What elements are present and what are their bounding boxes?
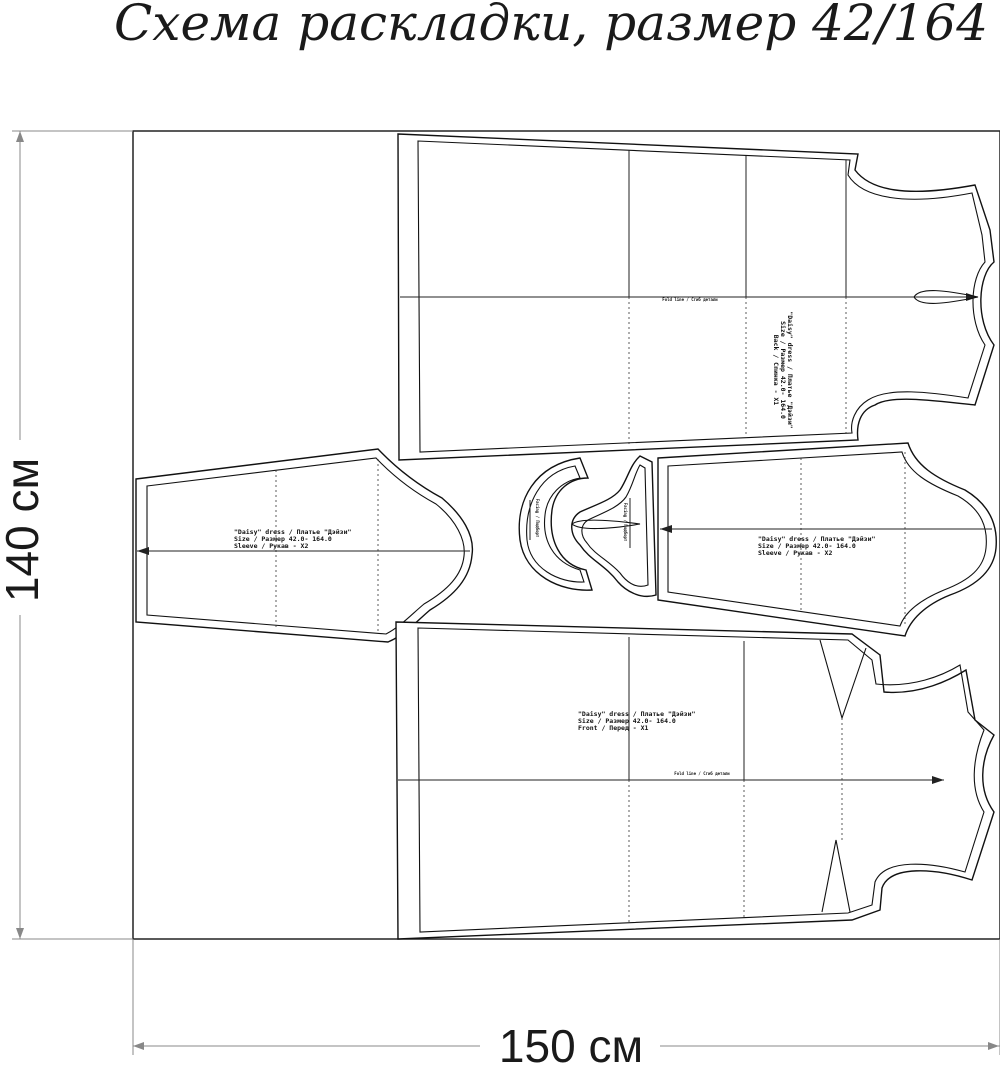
sleeve-right-label-line-3: Sleeve / Рукав - X2 <box>758 549 832 557</box>
pattern-piece-sleeve-right: "Daisy" dress / Платье "Дэйзи" Size / Ра… <box>657 442 997 637</box>
sleeve-left-label-line-2: Size / Размер 42.0- 164.0 <box>234 535 332 543</box>
back-label-line-2: Size / Размер 42.0- 164.0 <box>779 321 787 419</box>
back-label-line-3: Back / Спинка - X1 <box>772 335 780 406</box>
sleeve-right-label-line-1: "Daisy" dress / Платье "Дэйзи" <box>758 535 875 543</box>
front-label-line-1: "Daisy" dress / Платье "Дэйзи" <box>578 710 695 718</box>
width-label: 150 см <box>499 1020 643 1065</box>
back-fold-label: Fold line / Сгиб детали <box>662 297 718 302</box>
pattern-piece-front: Fold line / Сгиб детали "Daisy" dress / … <box>395 621 995 940</box>
pattern-piece-facing-back: Facing / Подборт <box>518 457 593 591</box>
width-dimension: 150 см <box>132 939 1000 1065</box>
facing-back-label: Facing / Подборт <box>535 499 540 538</box>
front-fold-label: Fold line / Сгиб детали <box>674 771 730 776</box>
height-dimension: 140 см <box>0 130 133 940</box>
height-label: 140 см <box>0 458 48 602</box>
sleeve-right-label-line-2: Size / Размер 42.0- 164.0 <box>758 542 856 550</box>
sleeve-left-label-line-3: Sleeve / Рукав - X2 <box>234 542 308 550</box>
pattern-piece-back: Fold line / Сгиб детали "Daisy" dress / … <box>397 133 995 461</box>
facing-front-label: Facing / Подборт <box>623 503 628 542</box>
sleeve-left-label-line-1: "Daisy" dress / Платье "Дэйзи" <box>234 528 351 536</box>
diagram-title: Схема раскладки, размер 42/164 <box>114 0 988 52</box>
front-label-line-3: Front / Перед - X1 <box>578 724 649 732</box>
back-label-line-1: "Daisy" dress / Платье "Дэйзи" <box>786 311 794 428</box>
front-label-line-2: Size / Размер 42.0- 164.0 <box>578 717 676 725</box>
pattern-piece-facing-front: Facing / Подборт <box>571 455 657 597</box>
